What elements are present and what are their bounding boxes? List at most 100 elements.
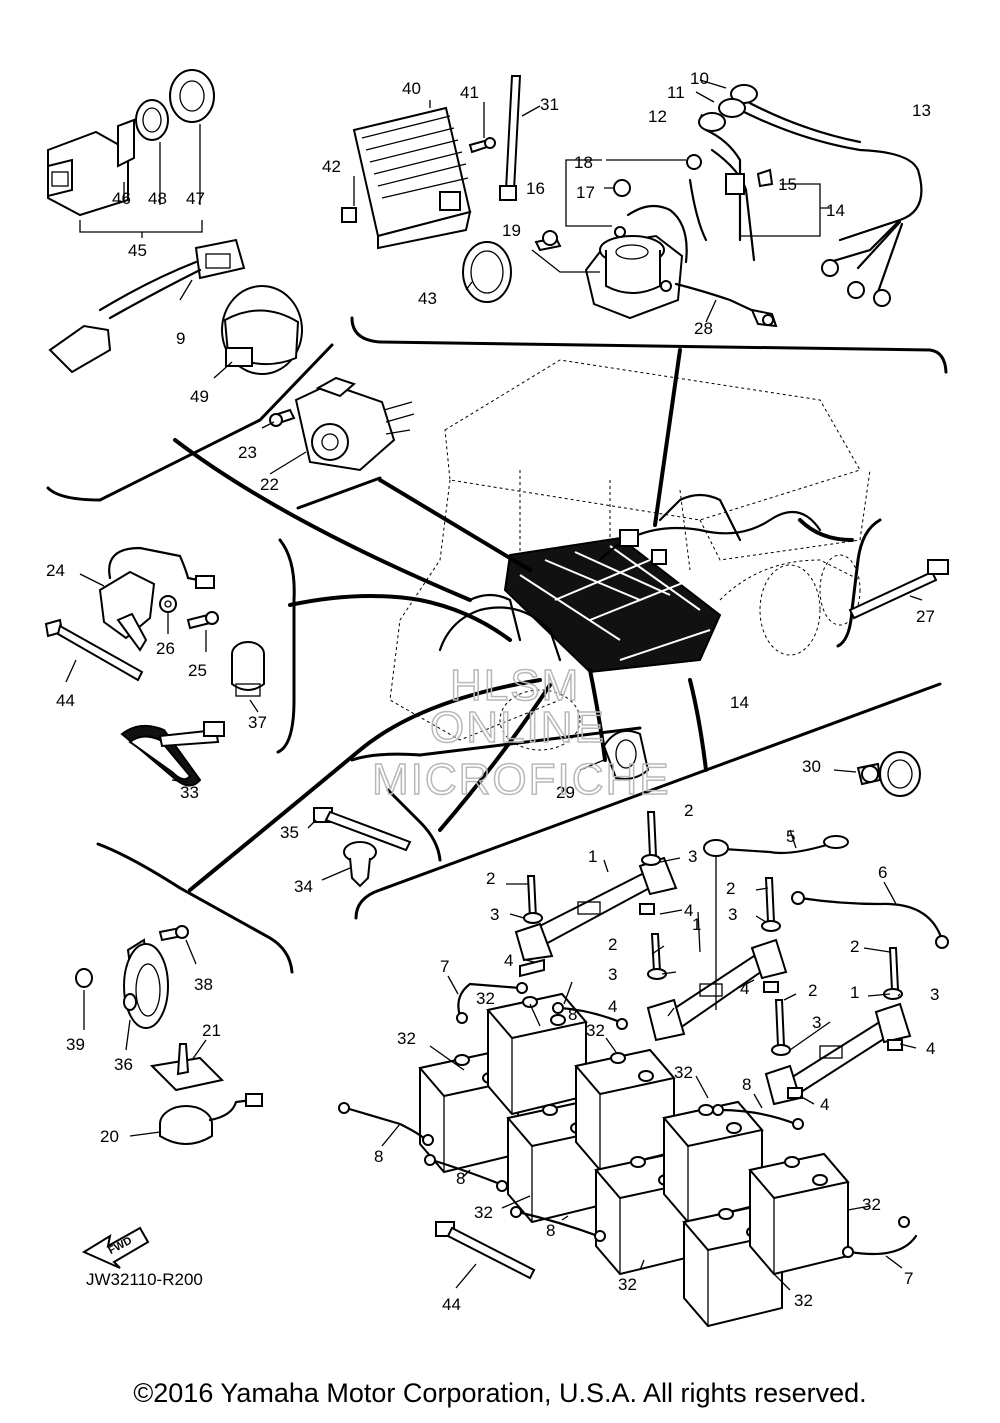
callout: 17 [576,183,595,202]
callout: 1 [692,915,701,934]
battery-cable-5 [703,829,849,1010]
callout: 37 [248,713,267,732]
callout: 2 [486,869,495,888]
divider-mid-left [276,538,296,754]
main-wire-harness [695,79,923,307]
callout: 32 [794,1291,813,1310]
callout: 43 [418,289,437,308]
callout: 21 [202,1021,221,1040]
battery-8 [748,1152,850,1276]
callout: 48 [148,189,167,208]
divider-battery-region [354,682,942,920]
callout: 16 [526,179,545,198]
callout: 24 [46,561,65,580]
cable-tie-44-bottom [435,1221,536,1289]
speed-sensor-22 [261,376,415,475]
callout: 4 [740,979,749,998]
divider-right-small [836,518,882,648]
cable-tie-27 [848,559,949,620]
horn-36 [75,925,197,1051]
callout: 13 [912,101,931,120]
brake-switch-24 [79,546,219,652]
callout: 40 [402,79,421,98]
callout: 35 [280,823,299,842]
callout: 47 [186,189,205,208]
svg-text:MICROFICHE: MICROFICHE [372,755,671,804]
fwd-arrow-icon: FWD [81,1226,150,1269]
motor-controller [341,100,512,303]
callout: 7 [440,957,449,976]
callout: 19 [502,221,521,240]
callout: 4 [608,997,617,1016]
callout: 29 [556,783,575,802]
battery-4 [574,1048,676,1172]
callout: 4 [684,901,693,920]
divider-top-left [46,343,334,502]
callout: 32 [586,1021,605,1040]
callout: 10 [690,69,709,88]
battery-leader-lines [381,857,917,1291]
battery-pack-on-cart [438,493,822,674]
callout: 8 [568,1005,577,1024]
callout: 2 [608,935,617,954]
key-switch-assembly [47,69,215,238]
callout: 31 [540,95,559,114]
callout: 42 [322,157,341,176]
copyright-footer: ©2016 Yamaha Motor Corporation, U.S.A. A… [133,1378,867,1408]
callout: 8 [742,1075,751,1094]
callout: 32 [474,1203,493,1222]
horn-button-37 [231,641,265,713]
divider-top-right [350,316,948,374]
callout: 39 [66,1035,85,1054]
leader-arrows [173,348,854,892]
divider-lower-curve [386,788,442,862]
callout: 2 [850,937,859,956]
callout-labels: 1 1 1 2 2 2 2 2 2 3 3 3 3 3 3 4 4 4 4 4 … [46,69,939,1314]
callout: 32 [476,989,495,1008]
callout: 1 [850,983,859,1002]
switch-connector-plug [48,238,246,374]
callout: 45 [128,241,147,260]
callout: 32 [862,1195,881,1214]
callout: 36 [114,1055,133,1074]
callout: 12 [648,107,667,126]
callout: 23 [238,443,257,462]
bracket-bottom [764,947,912,1106]
divider-horn-region [96,842,294,974]
cable-tie-31 [499,75,541,201]
callout: 2 [808,981,817,1000]
callout: 1 [588,847,597,866]
callout: 22 [260,475,279,494]
callout: 3 [490,905,499,924]
battery-hold-down-brackets [514,811,912,1106]
battery-cable-6 [791,881,949,949]
svg-text:HLSM: HLSM [450,661,580,710]
callout: 3 [688,847,697,866]
clamp-29 [579,730,650,780]
callout: 8 [374,1147,383,1166]
battery-6 [662,1100,764,1224]
callout: 6 [878,863,887,882]
svg-text:ONLINE: ONLINE [430,703,606,752]
callout: 20 [100,1127,119,1146]
callout: 32 [674,1063,693,1082]
watermark: HLSM ONLINE MICROFICHE [371,660,671,805]
cable-tie-35 [307,807,412,852]
callout: 8 [456,1169,465,1188]
callout: 7 [904,1269,913,1288]
callout: 28 [694,319,713,338]
callout: 44 [56,691,75,710]
callout: 41 [460,83,479,102]
callout: 32 [618,1275,637,1294]
callout: 3 [930,985,939,1004]
callout: 2 [726,879,735,898]
callout: 46 [112,189,131,208]
battery-cable-28 [626,178,778,328]
cable-tie-33 [120,721,225,787]
callout: 49 [190,387,209,406]
callout: 14 [730,693,749,712]
callout: 30 [802,757,821,776]
bracket-middle [646,877,788,1042]
push-clip-34 [321,841,377,888]
